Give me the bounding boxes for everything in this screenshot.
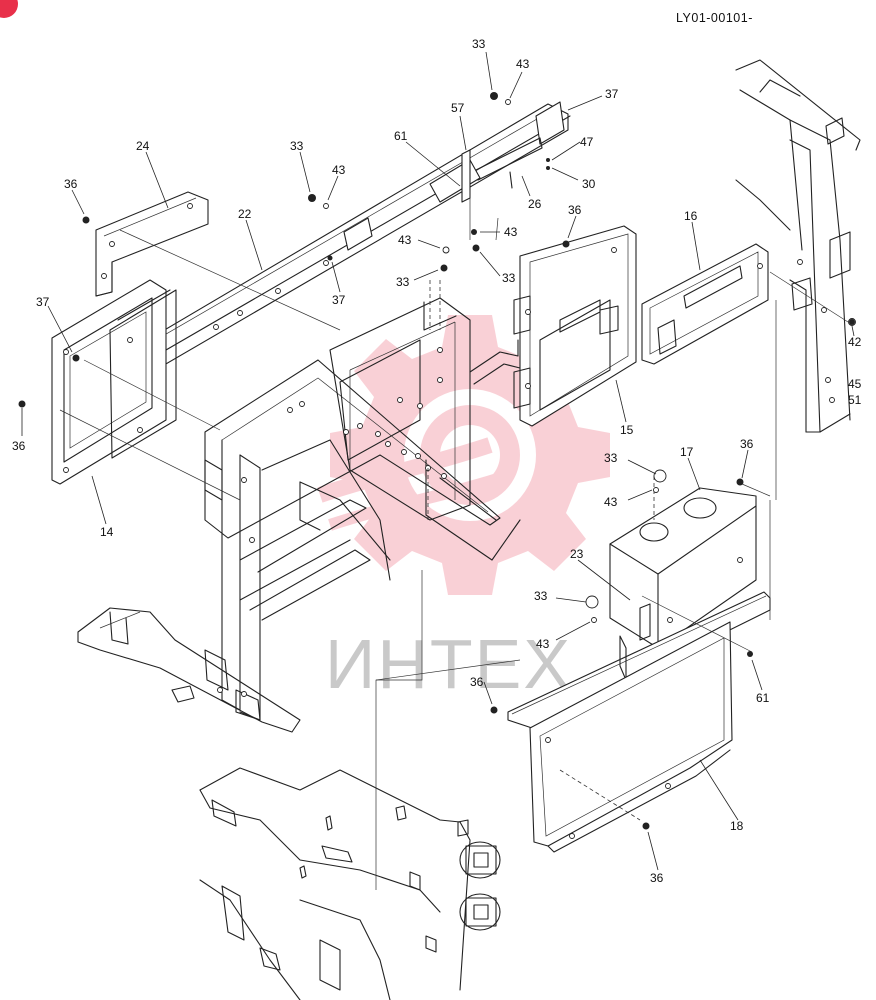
right-frame <box>735 59 861 433</box>
callout-43: 43 <box>536 637 550 651</box>
cover-15 <box>513 225 637 427</box>
hardware <box>18 92 855 830</box>
callout-18: 18 <box>730 819 744 833</box>
callout-57: 57 <box>451 101 465 115</box>
assembly-lines <box>59 190 849 890</box>
callout-43: 43 <box>604 495 618 509</box>
callout-36: 36 <box>64 177 78 191</box>
callout-16: 16 <box>684 209 698 223</box>
callout-23: 23 <box>570 547 584 561</box>
panel-24 <box>95 191 209 297</box>
callout-30: 30 <box>582 177 596 191</box>
callout-45: 45 <box>848 377 862 391</box>
callout-43: 43 <box>398 233 412 247</box>
beam-22 <box>99 101 571 387</box>
callout-51: 51 <box>848 393 862 407</box>
callout-36: 36 <box>470 675 484 689</box>
callout-26: 26 <box>528 197 542 211</box>
callout-36: 36 <box>12 439 26 453</box>
callout-14: 14 <box>100 525 114 539</box>
callout-43: 43 <box>332 163 346 177</box>
callout-33: 33 <box>472 37 486 51</box>
callout-37: 37 <box>36 295 50 309</box>
callout-43: 43 <box>504 225 518 239</box>
callout-33: 33 <box>604 451 618 465</box>
corner-badge <box>0 0 18 18</box>
document-code: LY01-00101- <box>676 11 753 25</box>
callout-labels: 33 43 37 57 61 47 30 26 24 33 43 36 22 3… <box>12 37 862 885</box>
watermark-text: ИНТЕХ <box>325 625 572 703</box>
callout-36: 36 <box>568 203 582 217</box>
callout-36: 36 <box>740 437 754 451</box>
box-17 <box>609 487 757 649</box>
lower-chassis <box>77 607 501 1000</box>
cover-16 <box>641 243 769 365</box>
callout-61: 61 <box>756 691 770 705</box>
callout-15: 15 <box>620 423 634 437</box>
callout-33: 33 <box>534 589 548 603</box>
callout-17: 17 <box>680 445 694 459</box>
callout-42: 42 <box>848 335 862 349</box>
callout-33: 33 <box>290 139 304 153</box>
panel-18 <box>507 591 771 853</box>
callout-33: 33 <box>396 275 410 289</box>
leader-lines <box>21 51 855 871</box>
callout-36: 36 <box>650 871 664 885</box>
callout-37: 37 <box>605 87 619 101</box>
callout-47: 47 <box>580 135 594 149</box>
callout-24: 24 <box>136 139 150 153</box>
callout-61: 61 <box>394 129 408 143</box>
callout-43: 43 <box>516 57 530 71</box>
panel-14 <box>51 279 177 485</box>
callout-37: 37 <box>332 293 346 307</box>
callout-22: 22 <box>238 207 252 221</box>
callout-33: 33 <box>502 271 516 285</box>
